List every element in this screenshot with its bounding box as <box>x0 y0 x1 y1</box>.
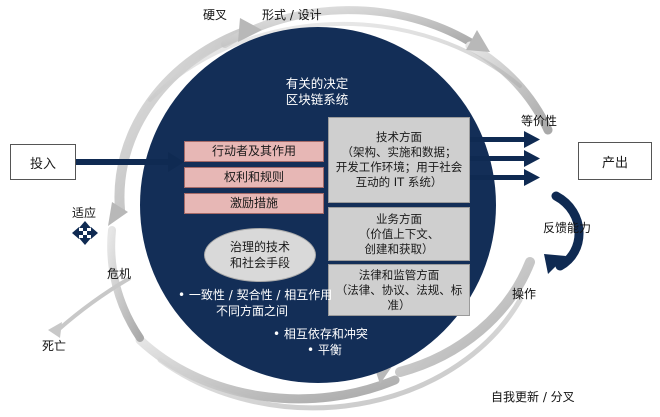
bullet-interdependence: • 相互依存和冲突 <box>273 327 368 341</box>
bullet-balance: • 平衡 <box>307 343 342 357</box>
input-box: 投入 <box>10 144 76 180</box>
bullet-consistency: • 一致性 / 契合性 / 相互作用 <box>178 288 333 302</box>
rights-rules-box: 权利和规则 <box>184 167 324 188</box>
business-aspects-box: 业务方面 （价值上下文、 创建和获取） <box>328 207 470 261</box>
output-box: 产出 <box>578 142 652 180</box>
circle-title-line-2: 区块链系统 <box>285 92 349 107</box>
crisis-label: 危机 <box>107 267 132 281</box>
governance-means-ellipse: 治理的技术 和社会手段 <box>204 228 316 282</box>
technical-line-2: 开发工作环境；用于社会 <box>335 160 463 174</box>
business-line-1: （价值上下文、 <box>358 226 440 241</box>
legal-line-1: （法律、协议、法规、标准） <box>335 282 463 312</box>
self-renewal-label: 自我更新 / 分叉 <box>491 390 575 404</box>
hard-fork-label: 硬叉 <box>203 8 228 22</box>
feedback-arrow <box>544 191 584 274</box>
operate-label: 操作 <box>512 287 537 301</box>
technical-aspects-box: 技术方面 （架构、实施和数据； 开发工作环境；用于社会 互动的 IT 系统） <box>328 117 470 203</box>
bullet-consistency-cont: 不同方面之间 <box>216 304 289 318</box>
death-label: 死亡 <box>42 339 67 353</box>
actors-roles-box: 行动者及其作用 <box>184 141 324 162</box>
technical-title: 技术方面 <box>376 130 422 144</box>
equivalence-label: 等价性 <box>521 114 558 128</box>
form-design-label: 形式 / 设计 <box>262 8 322 22</box>
circle-title: 有关的决定 区块链系统 <box>262 76 372 108</box>
incentives-box: 激励措施 <box>184 193 324 214</box>
input-arrow <box>76 152 184 172</box>
technical-line-3: 互动的 IT 系统） <box>355 175 443 189</box>
feedback-label: 反馈能力 <box>543 221 592 235</box>
circle-title-line-1: 有关的决定 <box>285 76 349 91</box>
output-arrows <box>470 131 540 186</box>
legal-aspects-box: 法律和监管方面 （法律、协议、法规、标准） <box>328 264 470 316</box>
ellipse-line-2: 和社会手段 <box>229 256 290 270</box>
adapt-label: 适应 <box>72 206 97 220</box>
death-path <box>56 276 132 332</box>
legal-title: 法律和监管方面 <box>358 267 440 282</box>
business-title: 业务方面 <box>376 211 422 226</box>
ellipse-line-1: 治理的技术 <box>229 240 290 254</box>
business-line-2: 创建和获取） <box>364 241 434 256</box>
technical-line-1: （架构、实施和数据； <box>341 145 457 159</box>
death-arrowhead <box>48 322 62 338</box>
adapt-icon <box>72 221 98 245</box>
